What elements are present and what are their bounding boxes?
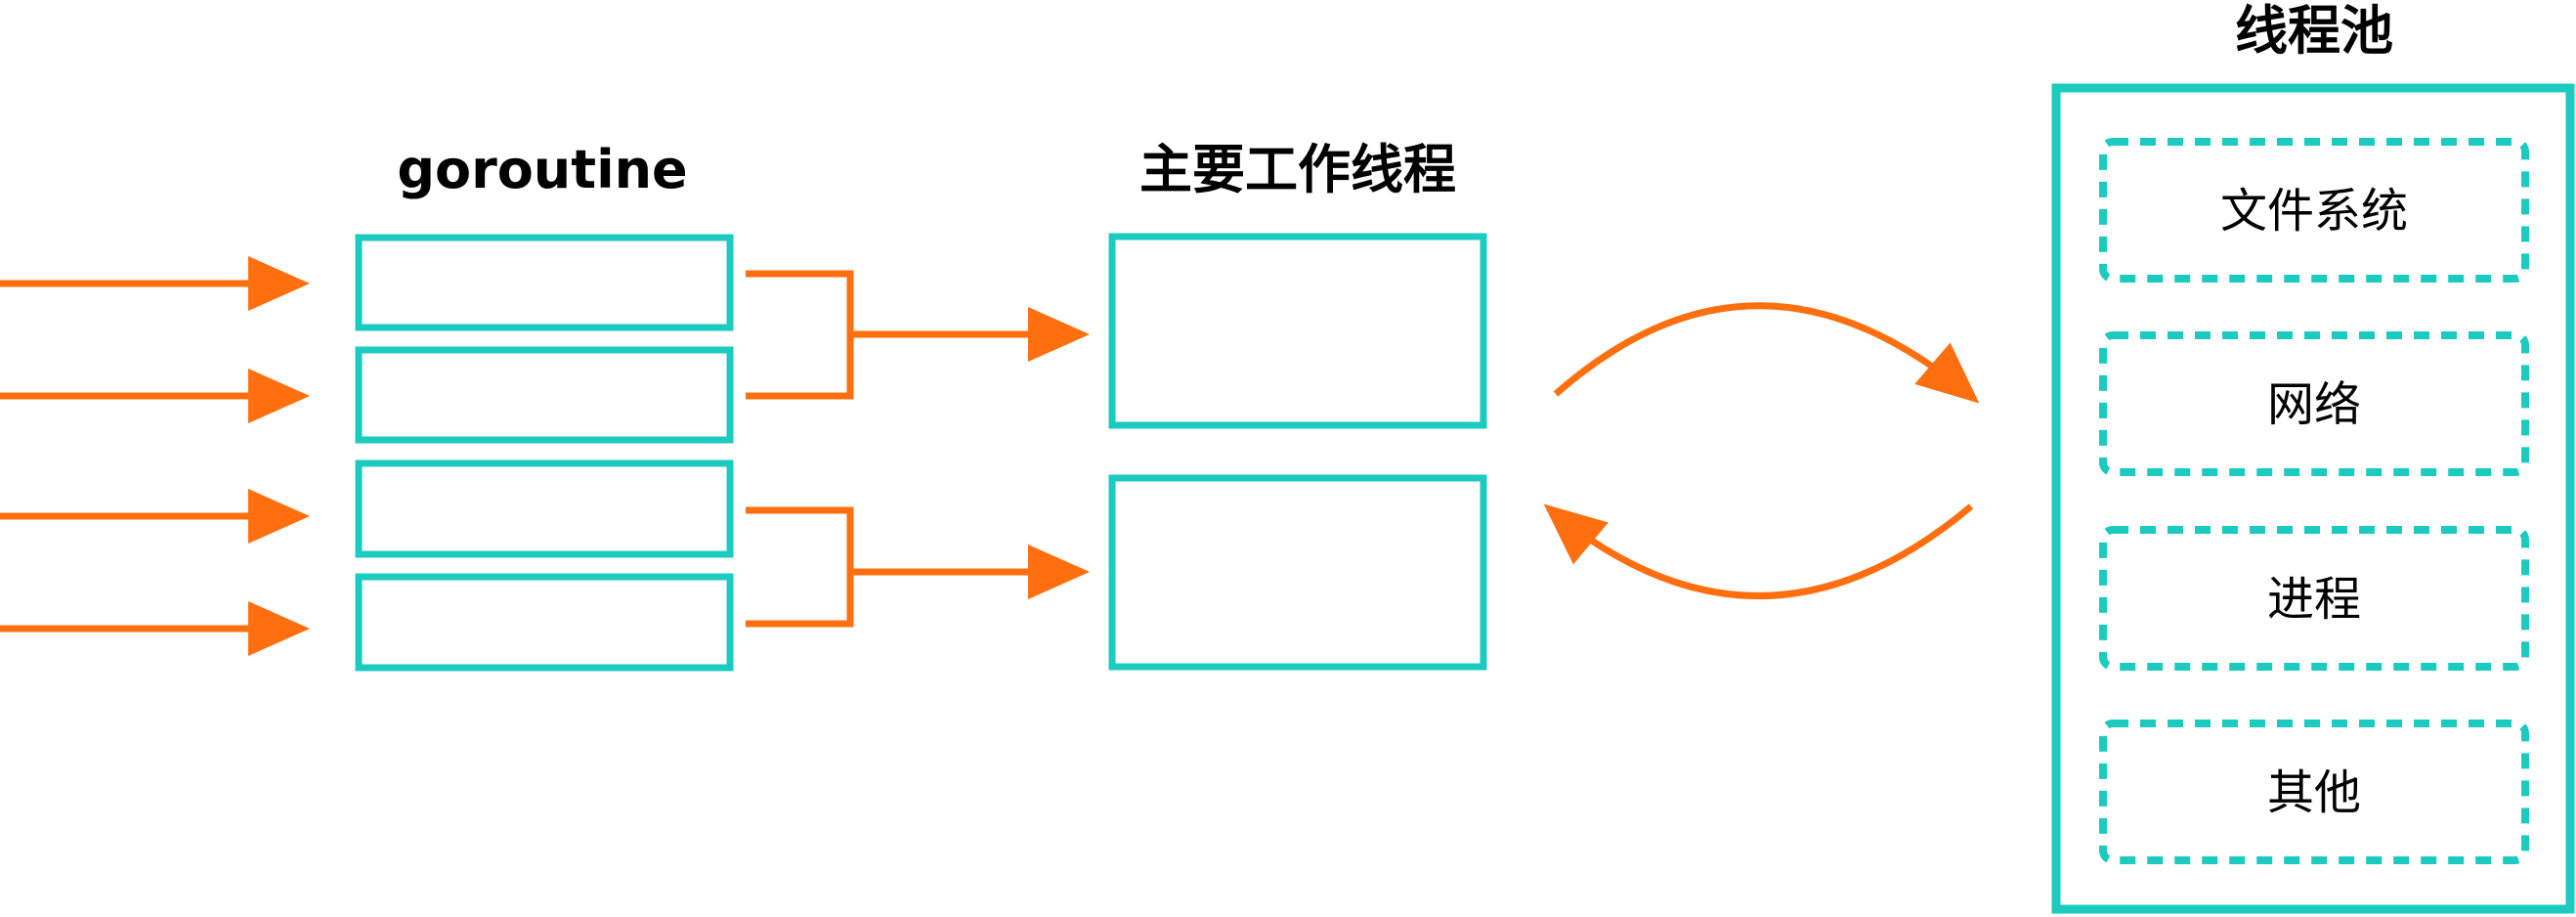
exchange-arrows <box>1543 302 1980 599</box>
thread-pool-item-label-3: 进程 <box>2267 572 2361 627</box>
thread-pool-item-label-4: 其他 <box>2267 765 2361 820</box>
merge-bracket-bottom <box>746 506 854 628</box>
thread-pool-item-box-4 <box>2099 720 2529 864</box>
merge-connectors <box>746 270 1090 628</box>
goroutine-box-1 <box>355 234 734 331</box>
return-arrow <box>1543 503 1974 599</box>
thread-pool-label: 线程池 <box>2235 0 2393 62</box>
goroutine-box-4 <box>355 573 734 672</box>
thread-pool-container <box>2051 83 2575 914</box>
dispatch-arrow <box>1553 302 1980 404</box>
goroutine-group-label: goroutine <box>397 139 687 200</box>
goroutine-box-3 <box>355 459 734 558</box>
thread-pool-item-label-2: 网络 <box>2267 377 2361 432</box>
incoming-arrows <box>0 256 310 656</box>
worker-thread-boxes <box>1108 233 1487 671</box>
thread-pool-item-box-2 <box>2099 331 2529 476</box>
thread-pool-item-box-3 <box>2099 526 2529 671</box>
thread-pool-item-box-1 <box>2099 138 2529 283</box>
worker-thread-box-1 <box>1108 233 1487 429</box>
worker-thread-box-2 <box>1108 474 1487 671</box>
main-worker-threads-label: 主要工作线程 <box>1139 139 1456 200</box>
thread-pool-items <box>2099 138 2529 864</box>
merge-bracket-top <box>746 270 854 400</box>
goroutine-boxes <box>355 234 734 672</box>
goroutine-box-2 <box>355 346 734 444</box>
thread-pool-item-label-1: 文件系统 <box>2220 184 2408 239</box>
